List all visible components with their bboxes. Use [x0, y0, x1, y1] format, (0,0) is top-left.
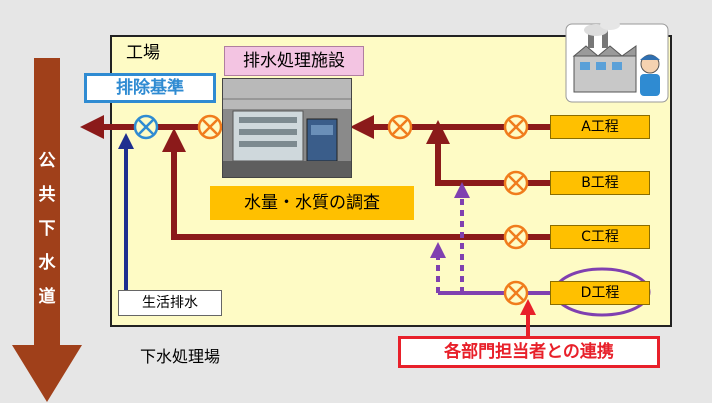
sewer-char: 水	[38, 253, 56, 273]
valve-icon	[387, 114, 413, 140]
treatment-facility-photo	[222, 78, 352, 178]
discharge-standard-label: 排除基準	[84, 73, 216, 103]
treatment-facility-label: 排水処理施設	[224, 46, 364, 76]
coordination-label: 各部門担当者との連携	[398, 336, 660, 368]
valve-icon	[503, 280, 529, 306]
domestic-wastewater-label: 生活排水	[118, 290, 222, 316]
process-a-box: A工程	[550, 115, 650, 139]
factory-label: 工場	[126, 43, 160, 63]
sewer-char: 共	[38, 185, 56, 205]
valve-icon	[503, 170, 529, 196]
discharge-valve-icon	[133, 114, 159, 140]
c-process-line	[162, 128, 550, 240]
sewage-plant-label: 下水処理場	[140, 347, 221, 366]
sewer-char: 下	[38, 219, 56, 239]
valve-icon	[503, 224, 529, 250]
process-d-box: D工程	[550, 281, 650, 305]
process-c-box: C工程	[550, 225, 650, 249]
valve-icon	[503, 114, 529, 140]
worker-icon	[640, 54, 660, 96]
water-survey-label: 水量・水質の調査	[210, 186, 414, 220]
sewer-char: 道	[38, 287, 56, 307]
process-b-box: B工程	[550, 171, 650, 195]
sewer-char: 公	[38, 151, 56, 171]
sewer-arrow	[12, 58, 82, 402]
b-process-line	[426, 120, 550, 186]
valve-icon	[197, 114, 223, 140]
